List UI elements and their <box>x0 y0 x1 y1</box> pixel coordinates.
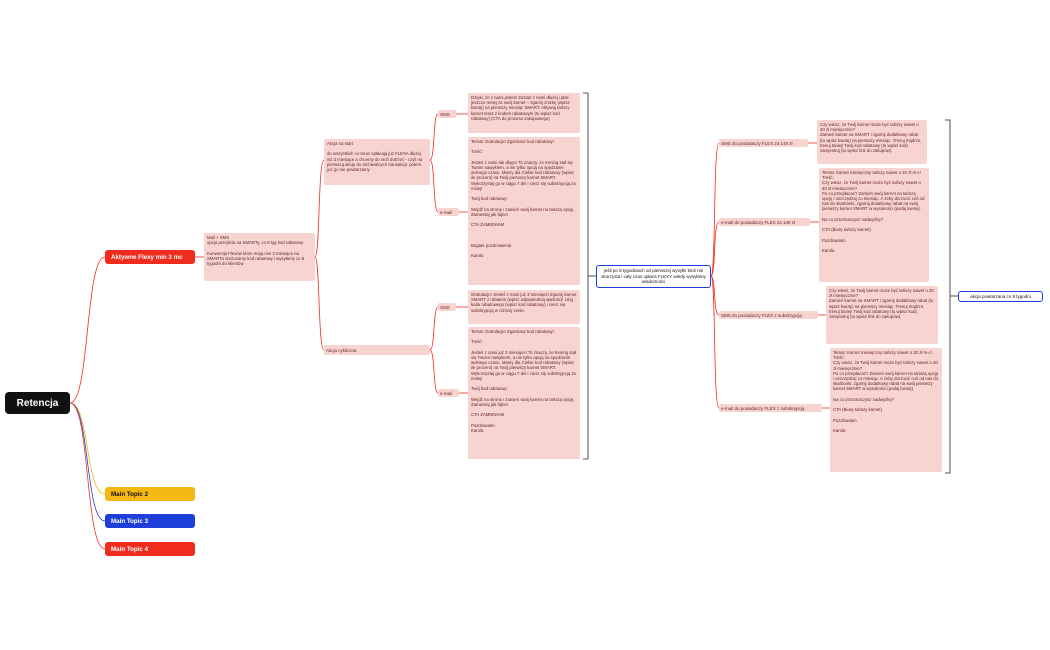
topic-main-3[interactable]: Main Topic 3 <box>105 514 195 528</box>
topic-main-2[interactable]: Main Topic 2 <box>105 487 195 501</box>
start-email-label[interactable]: e-mail <box>438 208 459 216</box>
start-sms-label[interactable]: SMS <box>438 110 456 118</box>
start-sms-content[interactable]: Dzięki, że z nami jesteś! Zostań z nami … <box>468 93 580 133</box>
sms-flex-sub-label[interactable]: SMS do posiadaczy FLEX z subskrypcją <box>719 311 818 319</box>
cykl-sms-content[interactable]: Gratulacje! Jesteś z nami już 3 miesiące… <box>468 290 580 324</box>
mail-sms-node[interactable]: Mail + SMS opcja przejścia na SMARTy, co… <box>204 233 315 281</box>
email-flex-sub-content[interactable]: Temat: Karnet miesięczny tańszy nawet o … <box>830 348 942 472</box>
akcja-cykliczna-node[interactable]: Akcja cykliczna <box>324 345 430 355</box>
cykl-sms-label[interactable]: SMS <box>438 303 456 311</box>
cykl-email-content[interactable]: Temat: Gratulacje! Zgarniasz kod rabatow… <box>468 327 580 459</box>
email-flex-149-label[interactable]: e-mail do posiadaczy FLEX za 149 zł <box>719 218 810 226</box>
email-flex-149-content[interactable]: Temat: Karnet miesięczny tańszy nawet o … <box>819 168 929 282</box>
akcja-start-node[interactable]: Akcja na start do wszystkich co teraz op… <box>324 139 430 185</box>
sms-flex-sub-content[interactable]: Czy wiesz, że Twój karnet może być tańsz… <box>826 286 938 344</box>
root-node[interactable]: Retencja <box>5 392 70 414</box>
start-email-content[interactable]: Temat: Gratulacje! Zgarniasz kod rabatow… <box>468 137 580 285</box>
summary-8-weeks[interactable]: jeśli po 8 tygodniach od pierwszej wysył… <box>596 265 711 288</box>
cykl-email-label[interactable]: e-mail <box>438 389 459 397</box>
topic-main-4[interactable]: Main Topic 4 <box>105 542 195 556</box>
topic-aktywne-flexy[interactable]: Aktywne Flexy min 3 mc <box>105 250 195 264</box>
sms-flex-149-label[interactable]: SMS do posiadaczy FLEX za 149 zł <box>719 139 808 147</box>
email-flex-sub-label[interactable]: e-mail do posiadaczy FLEX z subskrypcją <box>719 404 822 412</box>
sms-flex-149-content[interactable]: Czy wiesz, że Twój karnet może być tańsz… <box>817 120 927 164</box>
summary-repeat[interactable]: akcja powtarzana co 8 tygodni <box>958 291 1043 302</box>
